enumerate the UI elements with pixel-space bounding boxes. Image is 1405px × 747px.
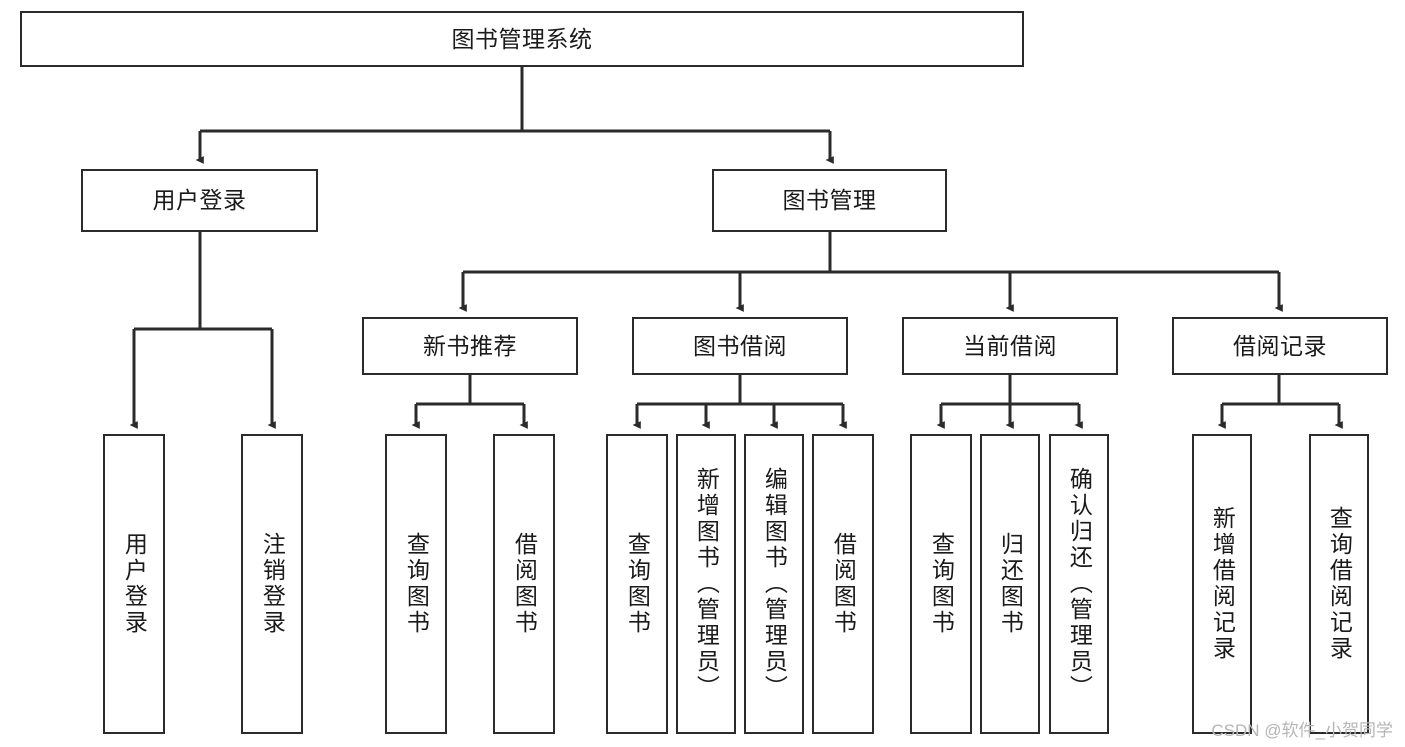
node-current-borrow-label: 当前借阅 — [963, 332, 1057, 359]
node-leaf-query-record[interactable]: 查询借阅记录 — [1309, 434, 1369, 734]
node-root-label: 图书管理系统 — [451, 25, 593, 52]
node-leaf-edit-book[interactable]: 编辑图书（管理员） — [744, 434, 804, 734]
node-book-management[interactable]: 图书管理 — [712, 169, 947, 232]
node-leaf-borrow-book-1-label: 借阅图书 — [511, 532, 538, 636]
node-user-login[interactable]: 用户登录 — [81, 169, 318, 232]
node-leaf-query-book-2[interactable]: 查询图书 — [606, 434, 668, 734]
node-borrow-record[interactable]: 借阅记录 — [1172, 317, 1388, 375]
node-user-login-label: 用户登录 — [152, 187, 247, 214]
node-book-borrow-label: 图书借阅 — [693, 332, 787, 359]
node-leaf-edit-book-label: 编辑图书（管理员） — [761, 467, 788, 701]
node-leaf-user-login-label: 用户登录 — [121, 532, 148, 636]
node-leaf-borrow-book-2-label: 借阅图书 — [830, 532, 857, 636]
node-leaf-add-record[interactable]: 新增借阅记录 — [1192, 434, 1252, 734]
node-book-borrow[interactable]: 图书借阅 — [632, 317, 848, 375]
node-leaf-logout-login[interactable]: 注销登录 — [241, 434, 303, 734]
node-leaf-confirm-return[interactable]: 确认归还（管理员） — [1049, 434, 1109, 734]
node-leaf-query-book-3-label: 查询图书 — [928, 532, 955, 636]
node-new-book-recommend-label: 新书推荐 — [423, 332, 517, 359]
node-current-borrow[interactable]: 当前借阅 — [902, 317, 1118, 375]
node-leaf-add-book-label: 新增图书（管理员） — [693, 467, 720, 701]
node-leaf-borrow-book-1[interactable]: 借阅图书 — [493, 434, 555, 734]
node-leaf-user-login[interactable]: 用户登录 — [103, 434, 165, 734]
node-book-management-label: 图书管理 — [782, 187, 877, 214]
node-leaf-query-book-1[interactable]: 查询图书 — [385, 434, 447, 734]
node-leaf-add-book[interactable]: 新增图书（管理员） — [676, 434, 736, 734]
node-leaf-query-book-3[interactable]: 查询图书 — [910, 434, 972, 734]
node-leaf-query-book-2-label: 查询图书 — [624, 532, 651, 636]
node-leaf-return-book[interactable]: 归还图书 — [980, 434, 1040, 734]
node-leaf-borrow-book-2[interactable]: 借阅图书 — [812, 434, 874, 734]
node-root[interactable]: 图书管理系统 — [20, 11, 1024, 67]
node-leaf-query-record-label: 查询借阅记录 — [1326, 506, 1353, 662]
node-leaf-query-book-1-label: 查询图书 — [403, 532, 430, 636]
node-borrow-record-label: 借阅记录 — [1233, 332, 1327, 359]
node-leaf-add-record-label: 新增借阅记录 — [1209, 506, 1236, 662]
node-leaf-return-book-label: 归还图书 — [997, 532, 1024, 636]
node-leaf-confirm-return-label: 确认归还（管理员） — [1066, 467, 1093, 701]
node-leaf-logout-login-label: 注销登录 — [259, 532, 286, 636]
node-new-book-recommend[interactable]: 新书推荐 — [362, 317, 578, 375]
